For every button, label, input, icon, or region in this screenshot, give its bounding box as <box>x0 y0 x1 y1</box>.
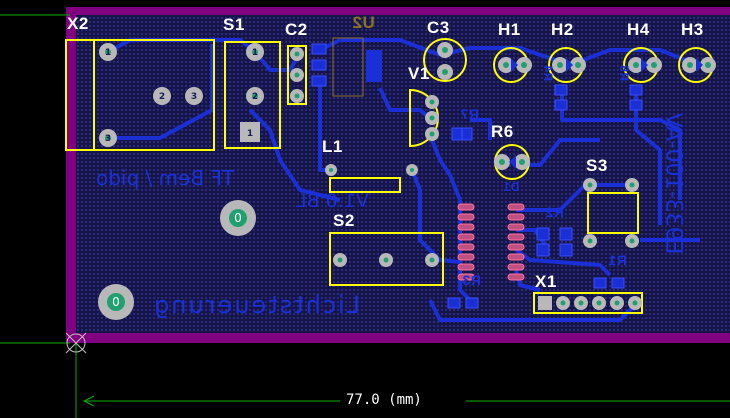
smd-pads <box>311 43 643 309</box>
pad-holes <box>105 47 711 311</box>
traces <box>107 38 701 322</box>
label-u2: U2 <box>352 13 375 32</box>
pad-number-6: 1 <box>247 129 253 139</box>
ic-pads <box>457 203 525 281</box>
dimension-label: 77.0 (mm) <box>346 392 422 408</box>
label-r4: R4 <box>541 64 556 82</box>
label-c3: C3 <box>427 18 450 37</box>
label-h4: H4 <box>627 20 650 39</box>
label-r6: R6 <box>491 122 514 141</box>
board-title-text: Lichtsteuerung <box>152 291 361 319</box>
label-x2: X2 <box>67 14 89 33</box>
u2-tab <box>366 50 382 82</box>
dimension-lines <box>0 14 730 418</box>
label-l1: L1 <box>322 137 343 156</box>
version-text: V1.0 BL <box>296 190 369 212</box>
label-s3: S3 <box>586 156 608 175</box>
pad-number-7: 3 <box>105 134 111 144</box>
label-c2: C2 <box>285 20 308 39</box>
pad-number-1: 1 <box>105 48 111 58</box>
u2-body <box>332 37 364 97</box>
pad-number-4: 1 <box>252 48 258 58</box>
label-v1: V1 <box>408 64 430 83</box>
label-r1: R1 <box>608 252 627 268</box>
label-d1: D1 <box>503 180 520 194</box>
pad-number-3: 3 <box>191 92 197 102</box>
via-label-2: 0 <box>112 295 120 309</box>
label-r2: R2 <box>545 204 564 220</box>
origin-marker <box>65 332 87 354</box>
label-x1: X1 <box>535 272 557 291</box>
author-text: TF Bem / pido <box>96 166 235 190</box>
label-h1: H1 <box>498 20 521 39</box>
label-r7: R7 <box>460 106 479 122</box>
pad-numbers: 1 2 3 1 2 1 3 <box>105 48 258 144</box>
pad-number-5: 2 <box>252 92 258 102</box>
pad-number-2: 2 <box>159 92 165 102</box>
label-h2: H2 <box>551 20 574 39</box>
label-s1: S1 <box>223 15 245 34</box>
led-marks <box>509 58 703 169</box>
label-h3: H3 <box>681 20 704 39</box>
board-code-text: E933-100-AV <box>660 112 686 255</box>
label-s2: S2 <box>333 211 355 230</box>
via-label-1: 0 <box>234 211 242 225</box>
label-r5: R5 <box>617 64 632 82</box>
label-r3: R3 <box>462 272 481 288</box>
